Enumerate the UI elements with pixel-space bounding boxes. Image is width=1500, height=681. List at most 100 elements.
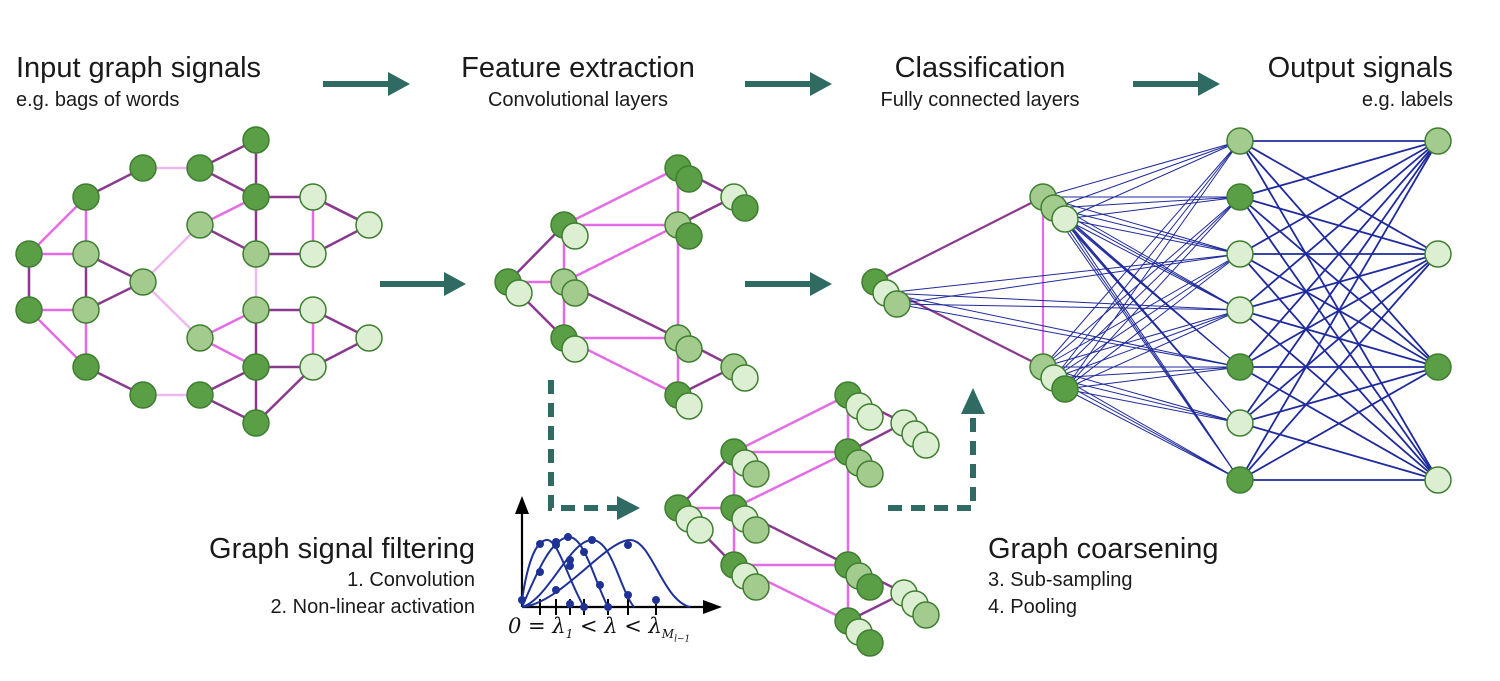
- input-graph-node: [242, 126, 270, 154]
- fc-connection: [885, 292, 1241, 311]
- filter-sample-point: [588, 536, 596, 544]
- output-subtitle: e.g. labels: [1361, 89, 1453, 111]
- filter-sample-point: [566, 600, 574, 608]
- feature-title: Feature extraction: [461, 52, 695, 84]
- fc-connection: [1053, 377, 1241, 424]
- filter-sample-point: [566, 556, 574, 564]
- classification-node-channel: [883, 290, 911, 318]
- spectrum-axis-label: 0 = λ1 < λ < λMl−1: [508, 614, 690, 645]
- coarsening-node-channel: [856, 460, 884, 488]
- coarsening-graph-edge: [733, 393, 849, 454]
- fc-connection: [1053, 196, 1241, 209]
- fc-connection: [1064, 366, 1241, 390]
- arrow-graph-to-feature-head: [444, 272, 466, 296]
- coarsening-node-channel: [856, 573, 884, 601]
- feature-node-channel: [731, 364, 759, 392]
- feature-node-channel: [675, 392, 703, 420]
- classification-node-channel: [1051, 375, 1079, 403]
- fc-output-connection: [1239, 366, 1439, 424]
- axis-sub-l: l−1: [674, 634, 691, 645]
- fc-output-connection: [1239, 253, 1439, 424]
- output-node: [1424, 240, 1452, 268]
- input-graph-node: [15, 296, 43, 324]
- input-graph-node: [242, 353, 270, 381]
- input-graph-node: [242, 296, 270, 324]
- filter-sample-point: [552, 586, 560, 594]
- coarsening-step-4: 4. Pooling: [988, 596, 1077, 618]
- fc-connection: [1042, 196, 1241, 368]
- dashed-arrow-to-classification-head: [961, 388, 985, 414]
- filter-sample-point: [652, 596, 660, 604]
- fc-output-connection: [1239, 140, 1439, 311]
- coarsening-node-channel: [742, 516, 770, 544]
- fc-connection: [1064, 388, 1241, 481]
- classification-node-channel: [1051, 205, 1079, 233]
- fc-connection: [896, 303, 1241, 368]
- dashed-arrow-to-classification: [888, 412, 976, 511]
- input-graph-node: [242, 409, 270, 437]
- input-title: Input graph signals: [16, 52, 262, 84]
- fc-connection: [1064, 196, 1241, 390]
- coarsening-node-channel: [912, 601, 940, 629]
- input-graph-node: [129, 268, 157, 296]
- input-graph-node: [186, 324, 214, 352]
- fc-connection: [1042, 309, 1241, 368]
- hidden-layer-node: [1226, 353, 1254, 381]
- feature-subtitle: Convolutional layers: [487, 89, 669, 111]
- feature-node-channel: [675, 222, 703, 250]
- fc-connection: [1064, 218, 1241, 255]
- classification-subtitle: Fully connected layers: [880, 89, 1080, 111]
- filter-sample-point: [624, 591, 632, 599]
- filtering-step-1: 1. Convolution: [347, 569, 475, 591]
- fc-output-connection: [1239, 422, 1439, 481]
- input-graph-node: [15, 240, 43, 268]
- feature-node-channel: [675, 165, 703, 193]
- coarsening-node-channel: [742, 460, 770, 488]
- fc-connection: [896, 303, 1241, 311]
- filter-sample-point: [580, 548, 588, 556]
- filtering-step-2: 2. Non-linear activation: [270, 596, 475, 618]
- filter-sample-point: [596, 581, 604, 589]
- filter-sample-point: [564, 533, 572, 541]
- input-graph-node: [355, 324, 383, 352]
- coarsening-node-channel: [856, 629, 884, 657]
- coarsening-node-channel: [742, 573, 770, 601]
- input-graph-node: [299, 353, 327, 381]
- fc-connection: [1064, 140, 1241, 220]
- input-subtitle: e.g. bags of words: [16, 89, 180, 111]
- feature-node-channel: [731, 194, 759, 222]
- input-graph-node: [299, 240, 327, 268]
- axis-mid-text: < λ < λ: [573, 614, 662, 638]
- filter-sample-point: [536, 568, 544, 576]
- hidden-layer-node: [1226, 296, 1254, 324]
- input-graph-node: [242, 240, 270, 268]
- axis-sub-m-letter: M: [661, 627, 675, 642]
- feature-graph-edge: [563, 223, 679, 284]
- input-graph-node: [186, 381, 214, 409]
- classification-title: Classification: [894, 52, 1066, 84]
- axis-sub-m: Ml−1: [661, 627, 690, 644]
- fc-output-connection: [1239, 253, 1439, 481]
- fc-connection: [896, 253, 1241, 305]
- feature-node-channel: [505, 279, 533, 307]
- arrow-input-to-feature-head: [388, 72, 410, 96]
- hidden-layer-node: [1226, 183, 1254, 211]
- input-graph-node: [355, 211, 383, 239]
- classification-edge: [874, 196, 1044, 283]
- fc-connection: [1064, 388, 1241, 424]
- hidden-layer-node: [1226, 127, 1254, 155]
- filtering-title: Graph signal filtering: [209, 533, 475, 565]
- input-graph-node: [242, 183, 270, 211]
- filter-sample-point: [536, 540, 544, 548]
- feature-node-channel: [561, 335, 589, 363]
- input-graph-node: [299, 296, 327, 324]
- fc-output-connection: [1239, 140, 1439, 368]
- coarsening-node-channel: [856, 403, 884, 431]
- output-node: [1424, 127, 1452, 155]
- hidden-layer-node: [1226, 409, 1254, 437]
- coarsening-title: Graph coarsening: [988, 533, 1219, 565]
- input-graph-node: [186, 154, 214, 182]
- coarsening-node-channel: [912, 431, 940, 459]
- input-graph-node: [72, 183, 100, 211]
